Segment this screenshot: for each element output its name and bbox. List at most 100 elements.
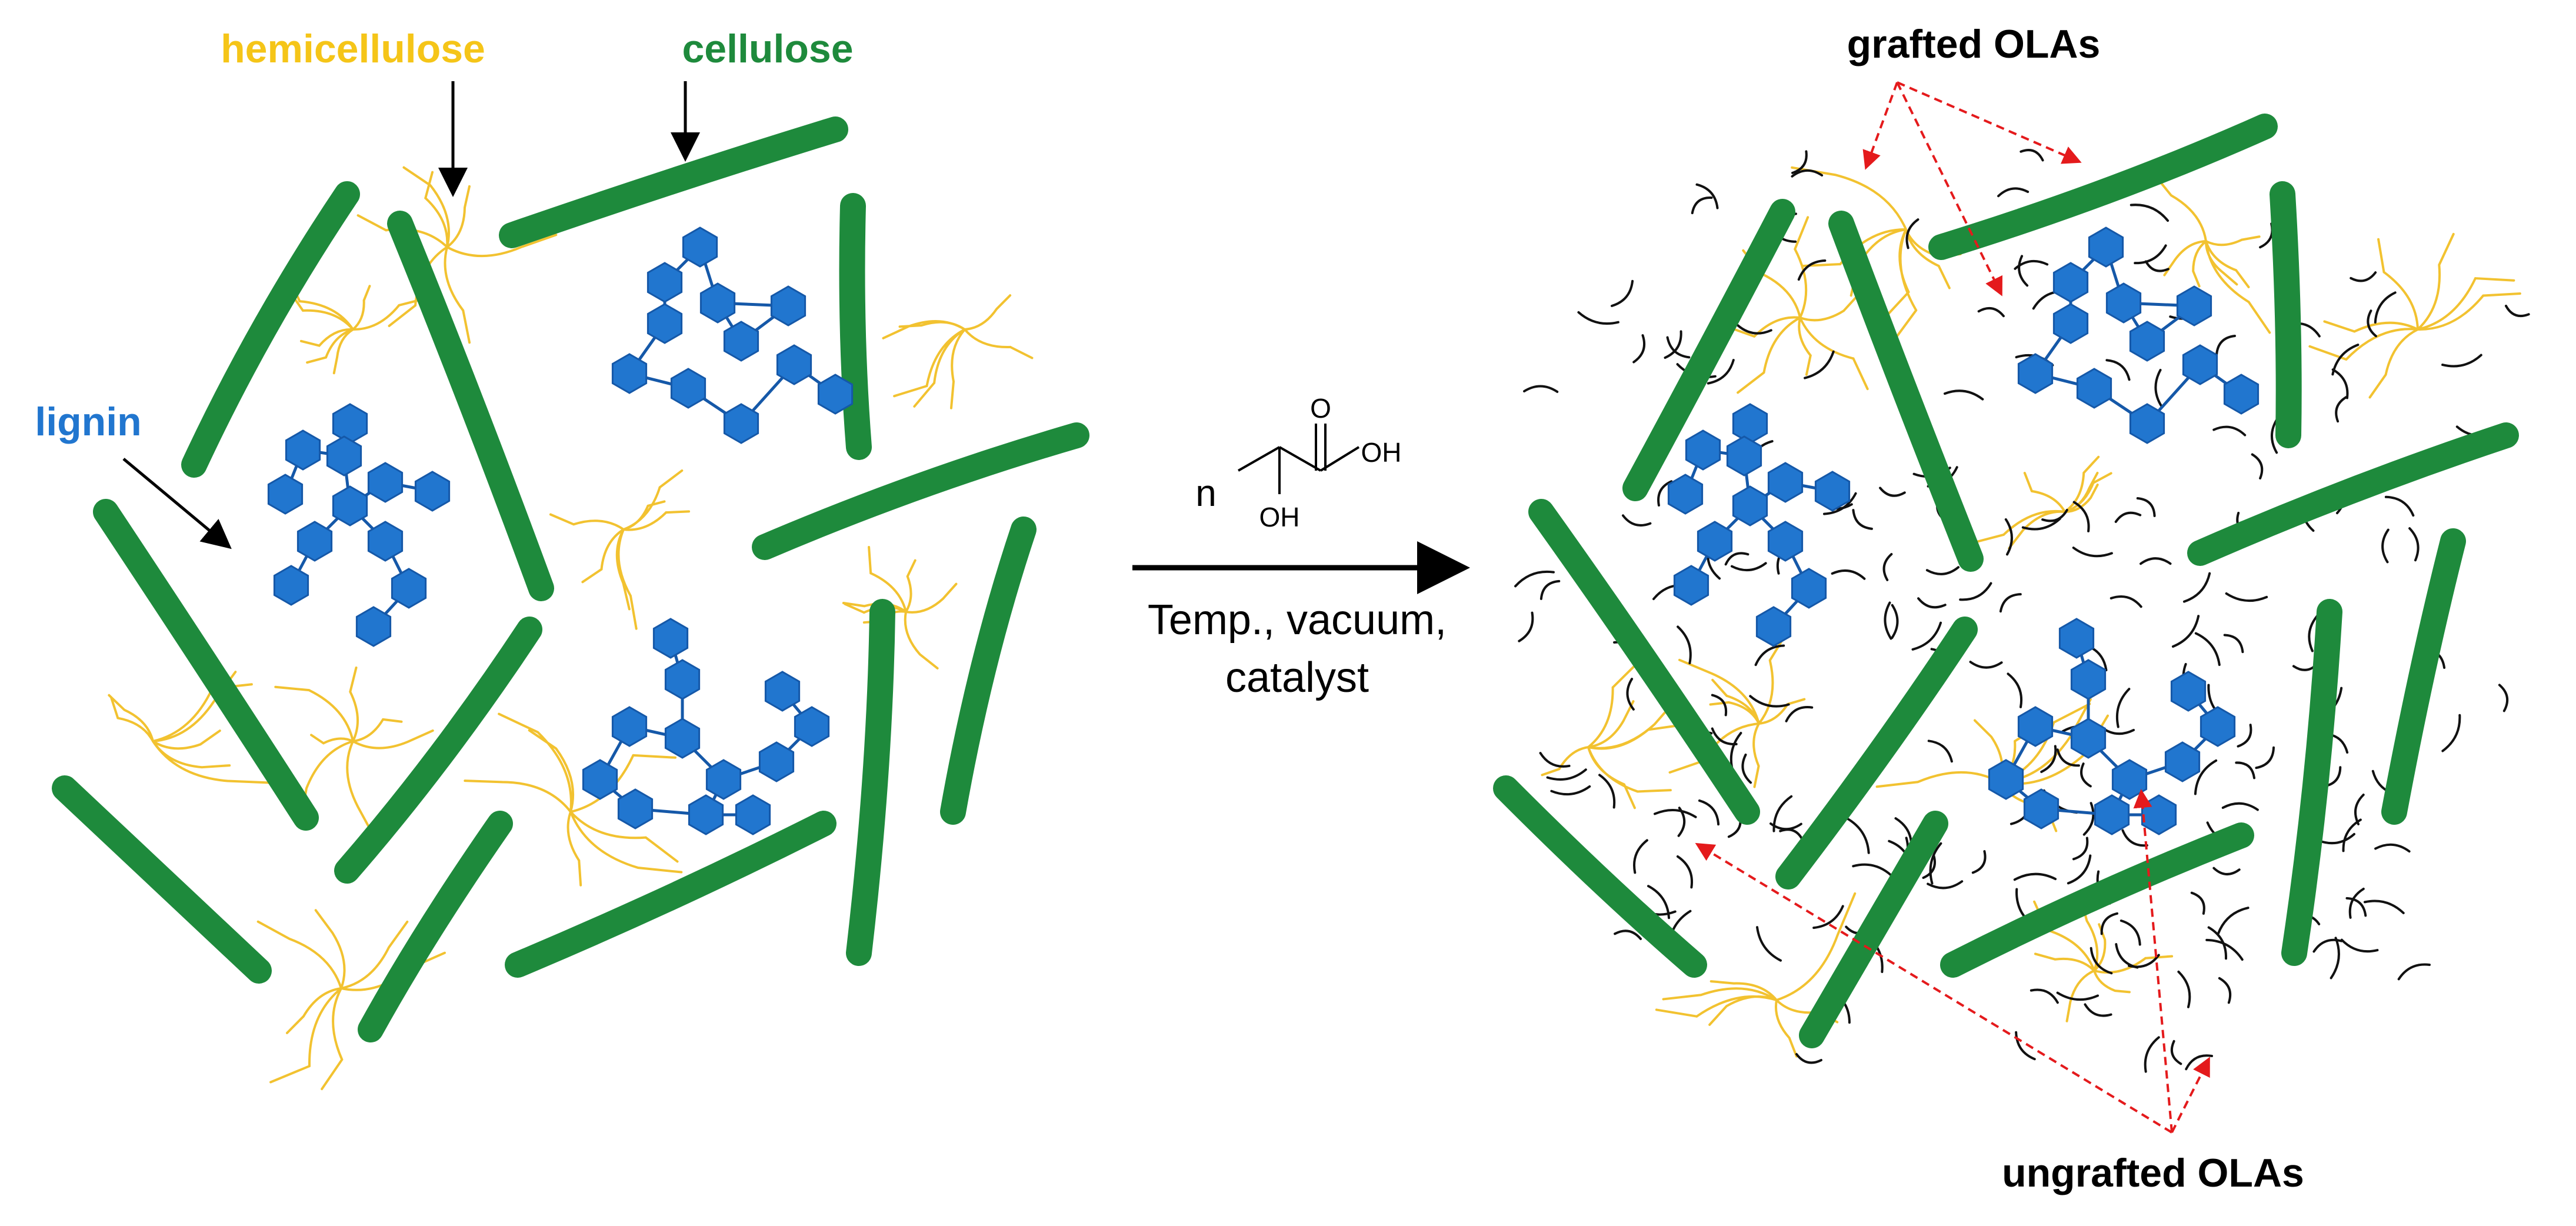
phenylpropane-unit (1767, 521, 1804, 562)
lactic-acid-reaction: n O OH OH Temp., vacuum, catalyst (1132, 393, 1470, 701)
ola-chain (2408, 527, 2420, 562)
ola-chain (1514, 570, 1555, 588)
phenylpropane-unit (758, 741, 795, 782)
carbonyl-oxygen: O (1310, 393, 1331, 424)
ola-chain (1927, 739, 1953, 763)
ola-chain (1852, 509, 1873, 530)
phenylpropane-unit (273, 565, 309, 606)
ola-chain (2237, 724, 2252, 748)
lignin-cluster (2017, 226, 2260, 444)
ola-chain (2255, 746, 2275, 769)
phenylpropane-unit (2058, 618, 2095, 659)
ola-chain (1598, 774, 1616, 809)
ola-chain (2498, 684, 2509, 712)
ola-chain (2318, 832, 2355, 845)
coefficient-n: n (1195, 472, 1217, 514)
phenylpropane-unit (332, 403, 368, 444)
ola-chain (1846, 817, 1870, 854)
cellulose-fiber (387, 211, 554, 601)
ola-chain (2018, 255, 2029, 287)
ola-chain (1626, 678, 1635, 711)
ola-chain (2072, 501, 2090, 532)
phenylpropane-unit (2094, 794, 2130, 835)
phenylpropane-unit (817, 374, 854, 415)
ola-chain (2330, 937, 2340, 980)
hemicellulose-strand (2308, 232, 2521, 399)
phenylpropane-unit (285, 429, 321, 471)
phenylpropane-unit (1988, 759, 2024, 800)
ola-chain (1546, 768, 1587, 781)
cellulose-fiber (2381, 528, 2466, 825)
phenylpropane-unit (1685, 429, 1721, 471)
hemicellulose-strand (882, 294, 1034, 409)
ola-chain (2082, 802, 2095, 836)
hemicellulose-strand (1729, 216, 1869, 394)
ola-chain (2177, 970, 2191, 1008)
phenylpropane-unit (2070, 659, 2107, 700)
phenylpropane-unit (296, 521, 333, 562)
ola-chain (2381, 528, 2390, 564)
phenylpropane-unit (1791, 568, 1827, 609)
cellulose-fiber (1940, 822, 2254, 978)
ola-chain (1539, 752, 1571, 768)
phenylpropane-unit (776, 344, 812, 385)
phenylpropane-unit (723, 403, 759, 444)
phenylpropane-unit (2076, 368, 2112, 409)
phenylpropane-unit (647, 303, 683, 344)
phenylpropane-unit (367, 462, 404, 503)
acid-oh: OH (1361, 437, 1402, 468)
ola-chain (2105, 359, 2131, 381)
ola-chain (1797, 259, 1827, 281)
ola-chain (2363, 899, 2405, 914)
ola-chain (1518, 611, 1534, 642)
ola-chain (1882, 552, 1893, 581)
ola-chain (2056, 748, 2080, 767)
ola-chain (1731, 562, 1767, 572)
phenylpropane-unit (582, 759, 618, 800)
phenylpropane-unit (647, 262, 683, 303)
ola-chain (2354, 793, 2365, 825)
ola-chain (1707, 358, 1735, 385)
cellulose-fiber (2270, 181, 2302, 448)
ungrafted-ola-arrows (1695, 789, 2210, 1134)
ola-chain (2115, 688, 2131, 728)
ola-chain (2007, 672, 2023, 708)
phenylpropane-unit (1755, 606, 1792, 647)
ola-chain (2084, 1003, 2112, 1017)
phenylpropane-unit (2017, 353, 2054, 394)
hemicellulose-strand (549, 469, 691, 630)
ola-chain (1754, 644, 1785, 667)
ola-chain (1577, 311, 1619, 325)
ola-chain (2144, 260, 2170, 272)
grafted-ola-arrows (1862, 81, 2082, 296)
ola-chain (2120, 920, 2141, 946)
raw-biomass-panel (52, 116, 1089, 1091)
cellulose-fiber (358, 811, 513, 1042)
ola-chain (2223, 634, 2244, 654)
cellulose-fiber (499, 116, 848, 248)
ola-chain (2212, 867, 2241, 875)
ola-chain (1741, 753, 1752, 784)
ola-chain (1677, 625, 1692, 665)
cellulose-fiber (1928, 114, 2278, 260)
ola-chain (1891, 604, 1899, 639)
ola-chain (1724, 552, 1749, 566)
ungrafted-ola-chain (1769, 822, 1802, 831)
ola-chain (2020, 149, 2044, 162)
ola-chain (2144, 1036, 2160, 1073)
phenylpropane-unit (688, 794, 724, 835)
ola-chain (1664, 330, 1682, 359)
ola-chain (2100, 912, 2118, 935)
phenylpropane-unit (682, 226, 718, 268)
phenylpropane-unit (1732, 485, 1768, 527)
phenylpropane-unit (699, 282, 736, 324)
cellulose-fiber (2187, 422, 2519, 566)
lignin-cluster (611, 226, 854, 444)
ola-chain (2072, 837, 2089, 861)
ola-chain (2004, 518, 2013, 556)
ungrafted-olas-label: ungrafted OLAs (2002, 1151, 2304, 1195)
hemicellulose-strand (1971, 455, 2112, 550)
lignin-pointer-arrow (122, 458, 232, 549)
phenylpropane-unit (2052, 262, 2089, 303)
phenylpropane-unit (2223, 374, 2260, 415)
